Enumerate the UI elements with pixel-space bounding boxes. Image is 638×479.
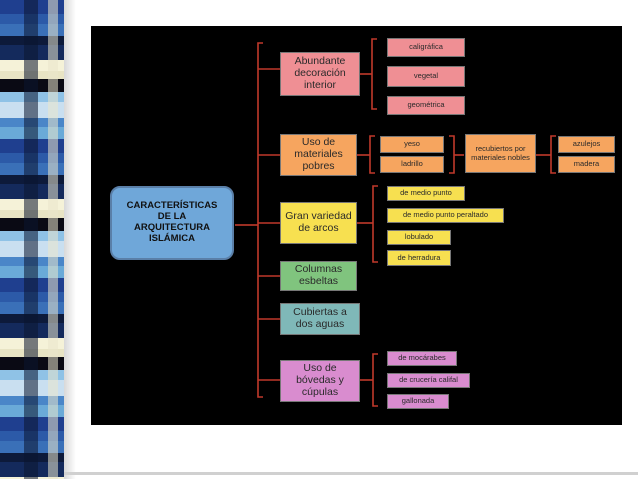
leaf-vegetal: vegetal	[387, 66, 465, 87]
branch-arcos-node: Gran variedad de arcos	[280, 202, 357, 244]
leaf-medio-punto-peraltado: de medio punto peraltado	[387, 208, 504, 223]
leaf-yeso-label: yeso	[404, 139, 420, 149]
leaf-herradura-label: de herradura	[397, 252, 441, 262]
branch-cubiertas-label: Cubiertas a dos aguas	[293, 306, 347, 330]
branch-materiales-label: Uso de materiales pobres	[294, 136, 343, 172]
leaf-yeso: yeso	[380, 136, 444, 153]
branch-decoracion-label: Abundante decoración interior	[294, 55, 346, 91]
branch-columnas-node: Columnas esbeltas	[280, 261, 357, 291]
leaf-medio-punto-label: de medio punto	[400, 188, 452, 198]
leaf-lobulado: lobulado	[387, 230, 451, 245]
branch-materiales-node: Uso de materiales pobres	[280, 134, 357, 176]
leaf-lobulado-label: lobulado	[404, 232, 434, 242]
leaf-herradura: de herradura	[387, 250, 451, 266]
leaf-medio-punto-peraltado-label: de medio punto peraltado	[402, 210, 489, 220]
connector-brackets	[235, 38, 556, 407]
leaf-gallonada-label: gallonada	[401, 396, 435, 406]
branch-cubiertas-node: Cubiertas a dos aguas	[280, 303, 360, 335]
leaf-cruceria-califal: de crucería califal	[387, 373, 470, 388]
leaf-azulejos: azulejos	[558, 136, 615, 153]
leaf-azulejos-label: azulejos	[572, 139, 601, 149]
stripe-shadow	[64, 0, 76, 479]
concept-map-canvas: CARACTERÍSTICAS DE LA ARQUITECTURA ISLÁM…	[91, 26, 622, 425]
decorative-stripe-band	[0, 0, 64, 479]
branch-decoracion-node: Abundante decoración interior	[280, 52, 360, 96]
leaf-medio-punto: de medio punto	[387, 186, 465, 201]
leaf-geometrica: geométrica	[387, 96, 465, 115]
node-recubiertos: recubiertos por materiales nobles	[465, 134, 536, 173]
leaf-mocarabes-label: de mocárabes	[398, 353, 446, 363]
branch-arcos-label: Gran variedad de arcos	[285, 210, 352, 234]
leaf-gallonada: gallonada	[387, 394, 449, 409]
leaf-vegetal-label: vegetal	[413, 71, 439, 81]
leaf-madera: madera	[558, 156, 615, 173]
leaf-madera-label: madera	[573, 159, 600, 169]
node-recubiertos-label: recubiertos por materiales nobles	[471, 144, 530, 162]
slide-bottom-line	[64, 472, 638, 475]
leaf-ladrillo: ladrillo	[380, 156, 444, 173]
leaf-caligrafica-label: caligráfica	[409, 42, 443, 52]
branch-bovedas-label: Uso de bóvedas y cúpulas	[296, 362, 344, 398]
leaf-geometrica-label: geométrica	[407, 100, 445, 110]
branch-columnas-label: Columnas esbeltas	[294, 263, 343, 287]
leaf-cruceria-califal-label: de crucería califal	[399, 375, 458, 385]
leaf-caligrafica: caligráfica	[387, 38, 465, 57]
leaf-mocarabes: de mocárabes	[387, 351, 457, 366]
central-concept-node: CARACTERÍSTICAS DE LA ARQUITECTURA ISLÁM…	[110, 186, 234, 260]
central-concept-label: CARACTERÍSTICAS DE LA ARQUITECTURA ISLÁM…	[126, 200, 218, 244]
branch-bovedas-node: Uso de bóvedas y cúpulas	[280, 360, 360, 402]
leaf-ladrillo-label: ladrillo	[401, 159, 423, 169]
